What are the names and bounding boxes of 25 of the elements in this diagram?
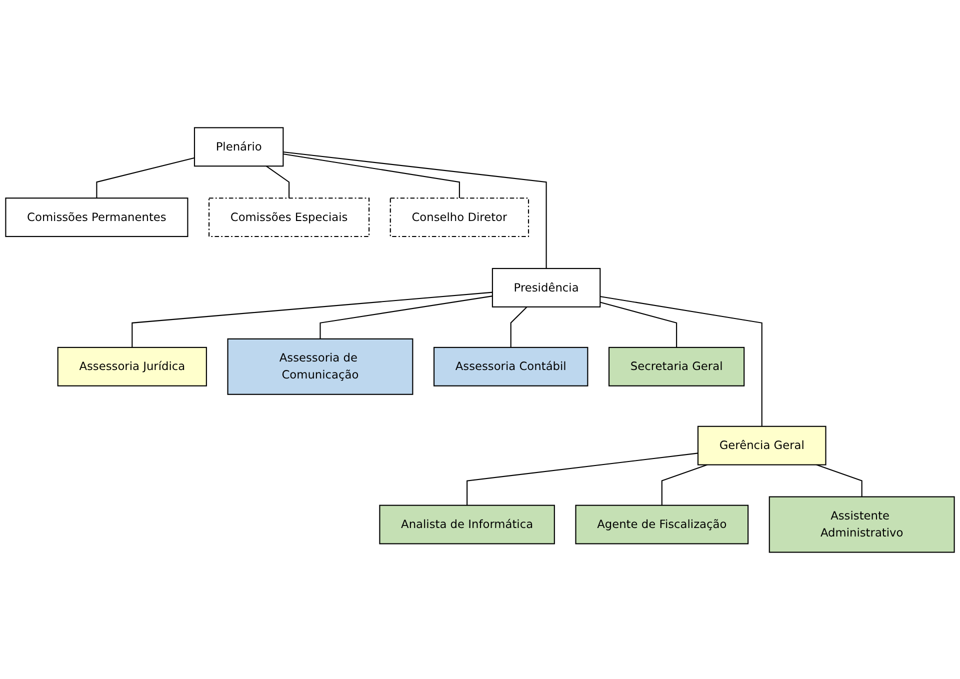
node-box: Plenário (194, 126, 284, 166)
node-box: Assessoria Jurídica (57, 346, 207, 386)
connector (96, 156, 195, 198)
connector (320, 295, 493, 338)
connector (283, 150, 547, 268)
node-box: Conselho Diretor (390, 197, 530, 237)
connector (600, 295, 762, 426)
node-box: Analista de Informática (379, 504, 555, 544)
node-box: Comissões Especiais (208, 197, 370, 237)
connector (600, 301, 678, 347)
node-box: Assistente Administrativo (768, 496, 955, 552)
node-box: Presidência (492, 267, 601, 307)
connector (132, 291, 492, 347)
connector (816, 464, 862, 496)
connector (266, 165, 290, 198)
node-box: Gerência Geral (697, 425, 826, 465)
node-box: Assessoria de Comunicação (227, 338, 414, 394)
node-box: Comissões Permanentes (5, 197, 188, 237)
node-box: Secretaria Geral (608, 346, 745, 386)
connector (510, 306, 528, 347)
connector (661, 464, 708, 505)
node-box: Agente de Fiscalização (575, 504, 749, 544)
connector (466, 452, 698, 505)
node-box: Assessoria Contábil (433, 346, 588, 386)
connector (283, 152, 460, 198)
